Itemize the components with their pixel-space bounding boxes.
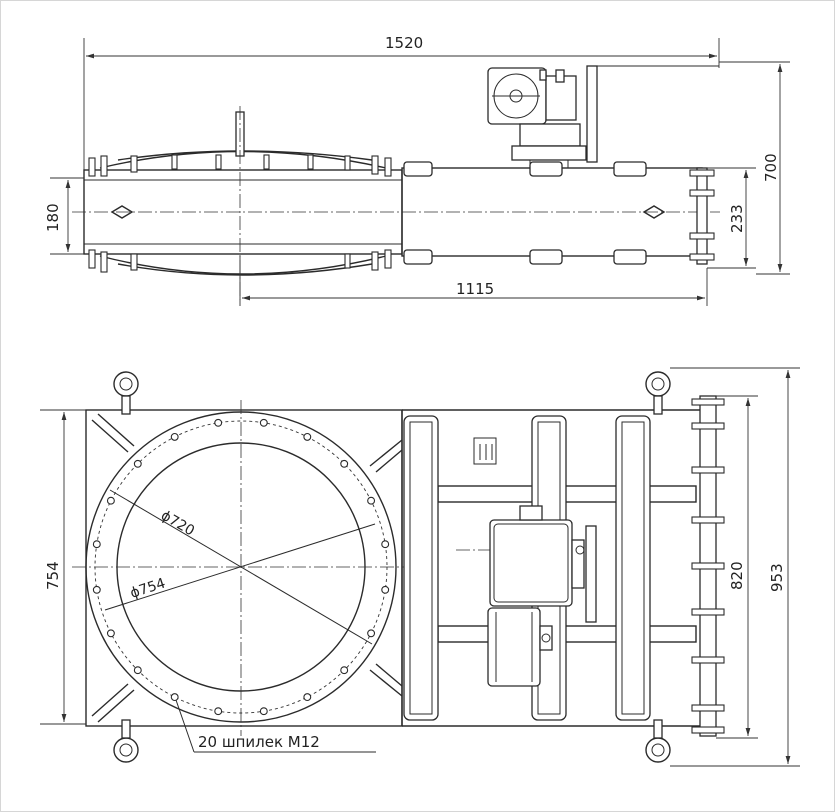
flange-bolt-hole (381, 585, 390, 594)
dimension-754: 754 (40, 409, 86, 725)
side-view: 1520 (44, 34, 790, 306)
gear-drive (487, 65, 719, 168)
flange-bolt-hole (106, 629, 115, 638)
dim-label-820: 820 (728, 561, 746, 590)
dim-label-d720: ϕ720 (158, 508, 197, 540)
flange-bolt-hole (303, 693, 312, 702)
flange-bolt-hole (92, 585, 101, 594)
flange-arc-bottom (99, 255, 387, 275)
dimension-820: 820 (716, 395, 758, 739)
flange-bolt-hole (303, 432, 312, 441)
dim-label-700: 700 (762, 153, 780, 182)
lug-right (642, 205, 666, 219)
lifting-eyes (113, 371, 671, 763)
lug-left (110, 205, 134, 219)
flange-bolt-hole (367, 496, 376, 505)
flange-studs (88, 154, 392, 273)
end-bar-bolts (691, 398, 725, 734)
flange-bolt-hole (259, 418, 268, 427)
end-bar-bolt (691, 398, 725, 406)
dimension-180: 180 (44, 177, 84, 255)
dimension-700: 700 (719, 61, 790, 275)
flange-bolt-hole (106, 496, 115, 505)
flange-bolt-hole (133, 459, 142, 468)
end-plate (696, 167, 708, 265)
end-bar-bolt (691, 656, 725, 664)
end-plate-bolts (689, 169, 715, 261)
rail-bottom (437, 625, 697, 643)
plan-view: ϕ720 ϕ754 (40, 367, 800, 767)
rail-top (437, 485, 697, 503)
flange-bolt-holes (92, 418, 390, 716)
flange-bolt-hole (170, 432, 179, 441)
end-bar-bolt (691, 466, 725, 474)
end-bar-bolt (691, 726, 725, 734)
dim-label-953: 953 (768, 563, 786, 592)
flange-bolt-hole (340, 666, 349, 675)
drive-unit-plan (487, 505, 597, 687)
flange-bolt-hole (92, 540, 101, 549)
dim-label-180: 180 (44, 203, 62, 232)
flange-bolt-hole (170, 693, 179, 702)
dim-label-1520: 1520 (385, 34, 423, 52)
end-bar-bolt (691, 562, 725, 570)
flange-bolt-hole (381, 540, 390, 549)
flange-bolt-hole (340, 459, 349, 468)
end-bar-bolt (691, 608, 725, 616)
symbol-plate (473, 437, 497, 465)
dim-label-233: 233 (728, 204, 746, 233)
studs-note-label: 20 шпилек М12 (198, 733, 320, 751)
end-bar-bolt (691, 422, 725, 430)
dim-label-754: 754 (44, 561, 62, 590)
dim-label-1115: 1115 (456, 280, 494, 298)
end-bar-bolt (691, 704, 725, 712)
flange-bolt-hole (133, 666, 142, 675)
studs-note: 20 шпилек М12 (175, 699, 376, 753)
flange-bolt-hole (367, 629, 376, 638)
flange-bolt-hole (214, 418, 223, 427)
dim-label-d754: ϕ754 (128, 575, 167, 601)
dimension-1520: 1520 (83, 34, 720, 170)
dimension-953: 953 (670, 367, 800, 767)
flange-bolt-hole (259, 707, 268, 716)
dimension-1115: 1115 (239, 256, 708, 306)
dimension-233: 233 (707, 167, 756, 269)
flange-bolt-hole (214, 707, 223, 716)
leader-d754 (104, 523, 376, 611)
end-bar-bolt (691, 516, 725, 524)
